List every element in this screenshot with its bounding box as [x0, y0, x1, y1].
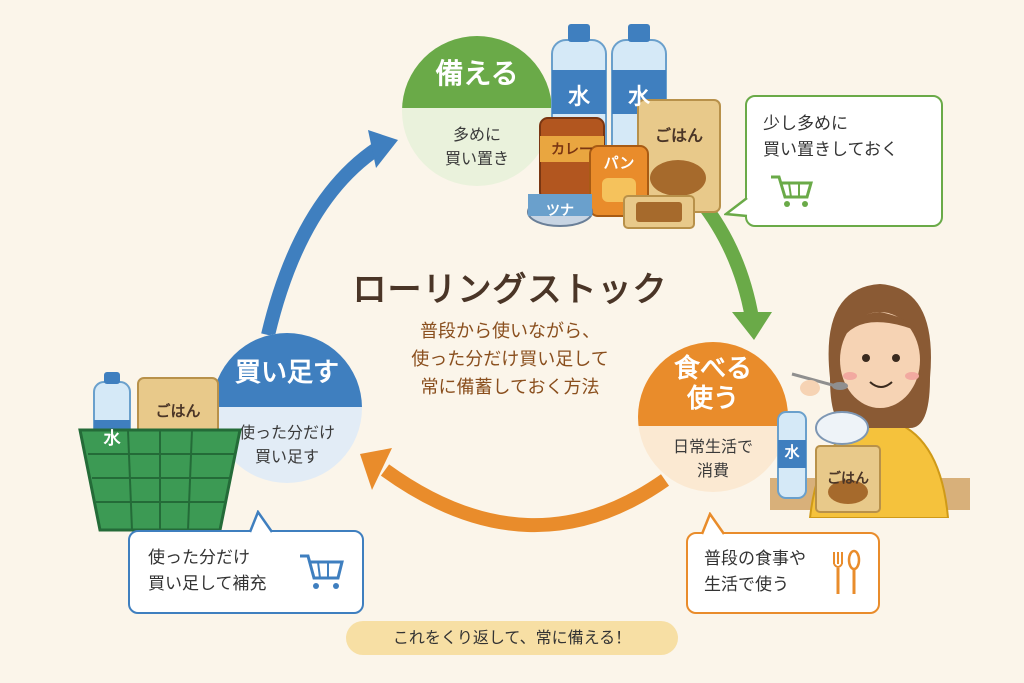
bubble-eat: 普段の食事や 生活で使う [686, 532, 880, 614]
bubble-eat-tail [700, 512, 726, 535]
bubble-prepare-tail [724, 197, 748, 218]
step-prepare-desc-1: 多めに [452, 125, 501, 144]
step-prepare-desc-2: 買い置き [444, 149, 509, 168]
step-eat-desc-1: 日常生活で [672, 437, 753, 456]
orange-arrow [380, 464, 670, 532]
step-buy-desc-2: 買い足す [254, 447, 319, 466]
step-buy-title: 買い足す [212, 333, 362, 407]
water-label-1: 水 [567, 85, 590, 110]
rice-label-top: ごはん [654, 126, 703, 145]
blue-arrow [261, 142, 382, 337]
step-eat-desc-2: 消費 [696, 461, 729, 480]
curry-label: カレー [551, 142, 593, 158]
step-buy-desc-1: 使った分だけ [238, 423, 335, 442]
bubble-buy: 使った分だけ 買い足して補充 [128, 530, 364, 614]
water-label-3: 水 [784, 443, 800, 461]
bubble-prepare-line-2: 買い置きしておく [763, 140, 898, 160]
bubble-eat-line-2: 生活で使う [704, 575, 789, 595]
page-title: ローリングストック [352, 270, 668, 310]
footer-banner: これをくり返して、常に備える！ [346, 621, 678, 655]
shopping-cart-icon [300, 554, 344, 589]
bubble-prepare-line-1: 少し多めに [763, 114, 848, 134]
bubble-buy-tail [248, 510, 274, 533]
step-eat-title: 食べる 使う [638, 342, 788, 426]
water-label-4: 水 [103, 429, 121, 449]
stockpile-illustration [527, 24, 721, 229]
bread-label: パン [603, 154, 635, 172]
step-prepare: 備える 多めに 買い置き [402, 36, 552, 186]
basket-illustration [78, 372, 242, 532]
bubble-buy-line-1: 使った分だけ [148, 548, 250, 568]
shopping-cart-icon [771, 175, 813, 207]
bubble-eat-line-1: 普段の食事や [704, 549, 806, 569]
tuna-label: ツナ [546, 203, 574, 219]
fork-spoon-icon [833, 549, 861, 594]
green-arrowhead [732, 312, 772, 340]
rice-label-left: ごはん [155, 402, 201, 420]
orange-arrowhead [360, 448, 392, 490]
blue-arrowhead [368, 130, 398, 168]
bubble-buy-line-2: 買い足して補充 [148, 574, 267, 594]
description: 普段から使いながら、 使った分だけ買い足して 常に備蓄しておく方法 [411, 321, 609, 398]
step-eat: 食べる 使う 日常生活で 消費 [638, 342, 788, 492]
rice-label-right: ごはん [827, 471, 869, 487]
step-buy: 買い足す 使った分だけ 買い足す [212, 333, 362, 483]
bubble-prepare: 少し多めに 買い置きしておく [745, 95, 943, 227]
woman-eating-illustration [770, 284, 970, 518]
water-label-2: 水 [627, 85, 650, 110]
step-prepare-title: 備える [402, 36, 552, 108]
